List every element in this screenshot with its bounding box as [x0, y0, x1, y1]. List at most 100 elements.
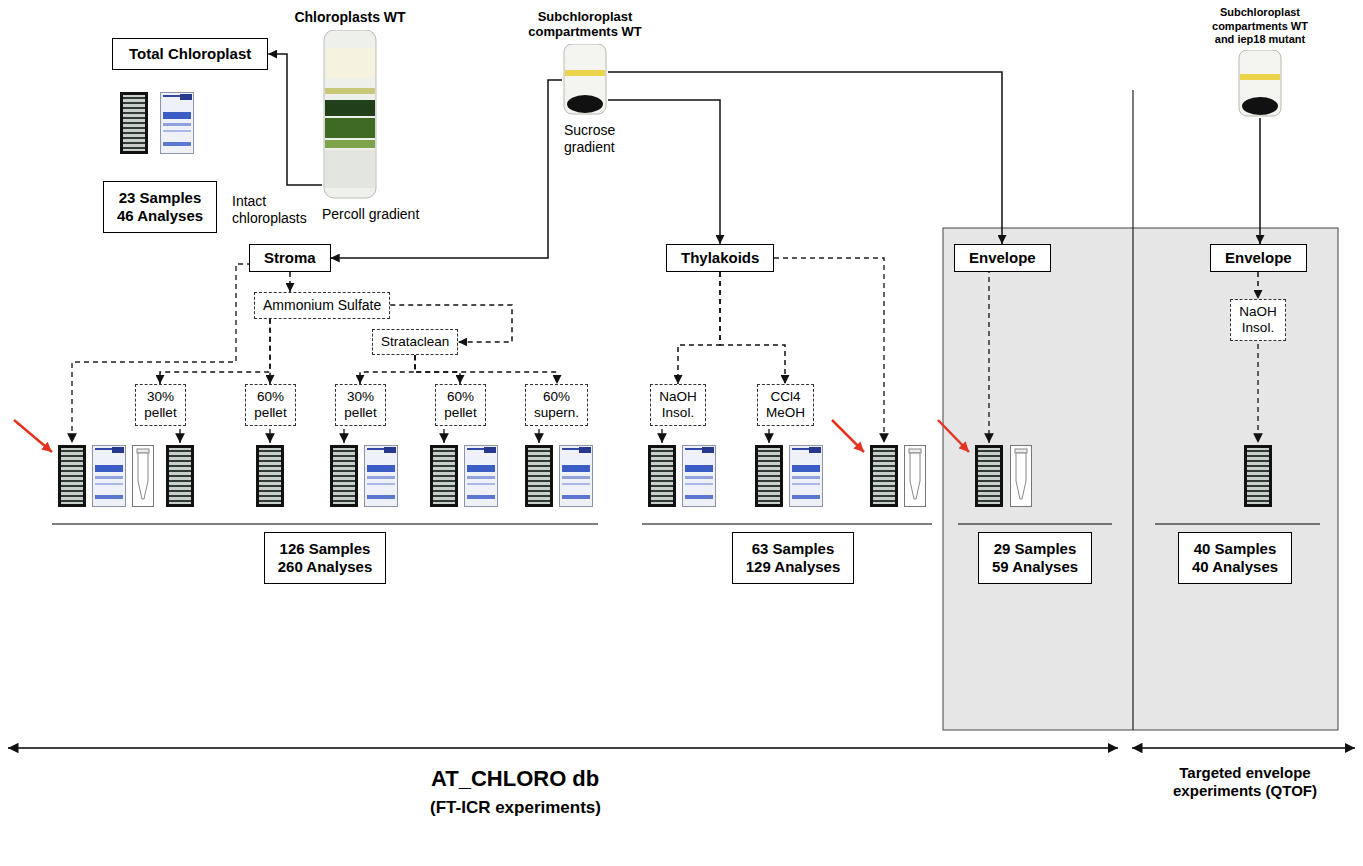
method-box: NaOH Insol.	[650, 384, 706, 426]
process-box: Envelope	[954, 244, 1051, 272]
method-box: CCl4 MeOH	[757, 384, 814, 426]
count-box: 29 Samples 59 Analyses	[978, 532, 1092, 584]
tube-caption: Percoll gradient	[322, 206, 419, 223]
process-box: Thylakoids	[666, 244, 774, 272]
gel-lane-icon	[650, 447, 675, 506]
connector-arrow	[608, 72, 1002, 244]
box-label: Ammonium Sulfate	[263, 297, 381, 314]
gel-lane-icon	[1246, 447, 1271, 506]
tube-heading: Subchloroplast compartments WT	[518, 9, 653, 40]
connector-arrow	[720, 272, 785, 384]
tube-caption: Sucrose gradient	[564, 122, 636, 156]
box-label: 60% pellet	[444, 389, 477, 421]
count-box: 63 Samples 129 Analyses	[732, 532, 854, 584]
tube-heading: Subchloroplast compartments WT and iep18…	[1204, 6, 1316, 46]
method-box: 60% pellet	[245, 384, 296, 426]
connector-arrow	[1257, 272, 1259, 299]
box-label: Total Chloroplast	[129, 45, 251, 63]
envelope-panel	[943, 228, 1338, 730]
leader-line	[765, 258, 884, 443]
box-label: 29 Samples 59 Analyses	[991, 540, 1079, 576]
box-label: Envelope	[969, 249, 1036, 267]
tube-heading: Chloroplasts WT	[294, 9, 405, 26]
section-title: AT_CHLORO db	[431, 766, 599, 792]
group-underline	[1155, 523, 1320, 524]
section-title: Targeted envelope experiments (QTOF)	[1155, 764, 1335, 800]
span-arrow	[1132, 747, 1355, 749]
leader-line	[1257, 335, 1258, 443]
group-underline	[52, 523, 598, 524]
sds-gel-icon	[683, 446, 716, 507]
gel-lane-icon	[757, 447, 782, 506]
process-box: Envelope	[1210, 244, 1307, 272]
connector-arrow	[608, 100, 720, 244]
box-label: 23 Samples 46 Analyses	[116, 189, 204, 225]
tube-icon	[133, 446, 154, 507]
gradient-tube-picture	[322, 30, 378, 200]
gel-lane-icon	[527, 447, 552, 506]
sds-gel-icon	[93, 446, 126, 507]
highlight-arrow	[938, 420, 969, 452]
count-box: 126 Samples 260 Analyses	[264, 532, 386, 584]
divider-line	[1132, 90, 1133, 730]
group-underline	[642, 523, 932, 524]
box-label: 126 Samples 260 Analyses	[277, 540, 373, 576]
gel-lane-icon	[258, 447, 283, 506]
connector-arrow	[268, 54, 322, 185]
connector-arrow	[289, 272, 291, 292]
box-label: NaOH Insol.	[1239, 304, 1277, 336]
count-box: 40 Samples 40 Analyses	[1178, 532, 1292, 584]
box-label: 60% pellet	[254, 389, 287, 421]
box-label: Envelope	[1225, 249, 1292, 267]
method-box: 30% pellet	[335, 384, 386, 426]
edge-label: Intact chloroplasts	[230, 193, 316, 227]
box-label: Thylakoids	[681, 249, 759, 267]
method-box: 30% pellet	[135, 384, 186, 426]
gradient-tube-picture	[562, 44, 608, 116]
leader-line	[988, 268, 989, 443]
gel-lane-icon	[60, 447, 85, 506]
connector-arrow	[678, 272, 720, 384]
gradient-tube-picture	[1237, 50, 1283, 118]
process-box: Stroma	[249, 244, 331, 272]
gel-lane-icon	[977, 447, 1002, 506]
section-subtitle: (FT-ICR experiments)	[430, 798, 601, 818]
sucrose-tube: Subchloroplast compartments WT and iep18…	[1237, 50, 1283, 118]
connector-arrow	[360, 355, 415, 384]
connector-arrow	[160, 319, 270, 384]
method-box: Strataclean	[372, 329, 458, 355]
sds-gel-icon	[161, 93, 194, 154]
box-label: CCl4 MeOH	[766, 389, 805, 421]
box-label: 30% pellet	[344, 389, 377, 421]
gel-lane-icon	[332, 447, 357, 506]
connector-arrow	[415, 355, 557, 384]
sds-gel-icon	[790, 446, 823, 507]
leader-line	[72, 264, 252, 443]
box-label: 40 Samples 40 Analyses	[1191, 540, 1279, 576]
box-label: Stroma	[264, 249, 316, 267]
method-box: NaOH Insol.	[1230, 299, 1286, 341]
sds-gel-icon	[560, 446, 593, 507]
sds-gel-icon	[465, 446, 498, 507]
connector-arrow	[415, 355, 460, 384]
sds-gel-icon	[365, 446, 398, 507]
highlight-arrow	[14, 420, 52, 452]
box-label: 63 Samples 129 Analyses	[745, 540, 841, 576]
title-box: Total Chloroplast	[112, 38, 268, 70]
method-box: 60% supern.	[525, 384, 588, 426]
connector-arrow	[1259, 118, 1261, 244]
count-box: 23 Samples 46 Analyses	[103, 181, 217, 233]
tube-icon	[905, 446, 926, 507]
box-label: 30% pellet	[144, 389, 177, 421]
gel-lane-icon	[432, 447, 457, 506]
box-label: 60% supern.	[534, 389, 579, 421]
sucrose-tube: Subchloroplast compartments WTSucrose gr…	[562, 44, 608, 116]
method-box: 60% pellet	[435, 384, 486, 426]
span-arrow	[8, 747, 1118, 749]
gel-lane-icon	[872, 447, 897, 506]
percoll-tube: Chloroplasts WTPercoll gradient	[322, 30, 378, 200]
box-label: Strataclean	[381, 334, 449, 350]
